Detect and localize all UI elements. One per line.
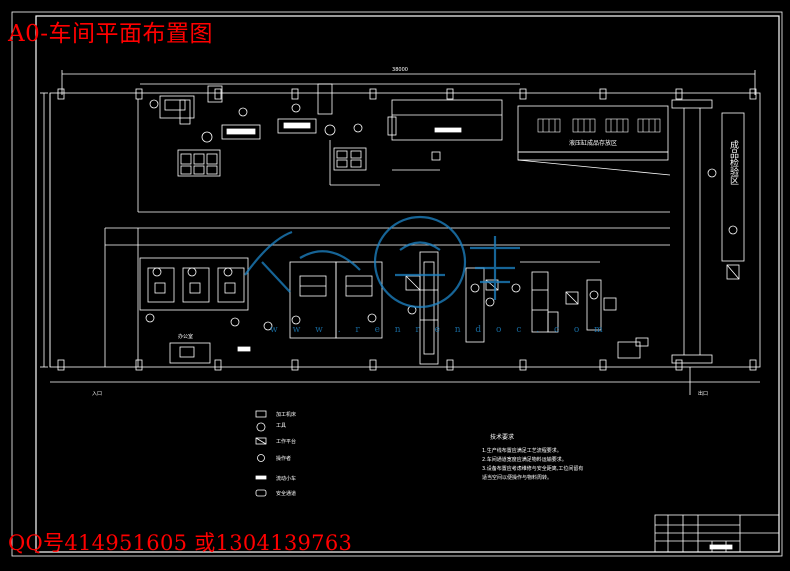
drawing-frame	[35, 15, 780, 553]
sheet-border	[11, 11, 783, 557]
equipment-vertical	[405, 251, 649, 365]
contact-text: QQ号414951605 或1304139763	[8, 531, 353, 555]
total-dimension: 38000	[392, 67, 408, 73]
machine-group-bottom-left	[139, 257, 273, 364]
inspection-area	[707, 112, 745, 280]
notes-line-2: 3.设备布置应考虑维修与安全距离,工位间留有	[482, 465, 583, 472]
title-block	[654, 514, 780, 553]
legend-item-2: 工作平台	[276, 438, 296, 445]
notes-line-3: 适当空间以便操作与物料周转。	[482, 474, 552, 481]
legend-item-3: 操作者	[276, 455, 291, 462]
legend-item-4: 流动小车	[276, 475, 296, 482]
notes-line-0: 1.生产线布置应满足工艺流程要求。	[482, 447, 562, 454]
machine-group-top-left	[149, 83, 441, 186]
machine-long-center	[387, 99, 503, 141]
storage-zone-label: 液压缸成品存放区	[569, 139, 617, 147]
notes-title: 技术要求	[490, 433, 514, 441]
entrance-label: 入口	[92, 391, 102, 397]
drawing-title: A0-车间平面布置图	[8, 21, 214, 47]
storage-area	[517, 105, 671, 176]
legend-labels: 加工机床 工具 工作平台 操作者 流动小车 安全通道	[276, 411, 296, 497]
machine-group-bottom-middle	[289, 261, 383, 339]
legend-symbols	[255, 410, 267, 497]
inspection-zone-label: 成品检验区	[728, 139, 739, 185]
watermark-url: w w w . r e n r e n d o c . c o m	[270, 325, 609, 335]
exit-label: 出口	[698, 390, 708, 397]
legend-item-0: 加工机床	[276, 411, 296, 418]
watermark-logo	[244, 215, 520, 309]
technical-notes: 技术要求 1.生产线布置应满足工艺流程要求。 2.车间通道宽度应满足物料运输要求…	[482, 433, 583, 481]
legend-item-1: 工具	[276, 423, 286, 429]
office-label: 办公室	[178, 333, 193, 340]
legend-item-5: 安全通道	[276, 490, 296, 497]
notes-line-1: 2.车间通道宽度应满足物料运输要求。	[482, 456, 567, 463]
crane-beam	[671, 99, 713, 364]
column-grid	[57, 88, 757, 371]
